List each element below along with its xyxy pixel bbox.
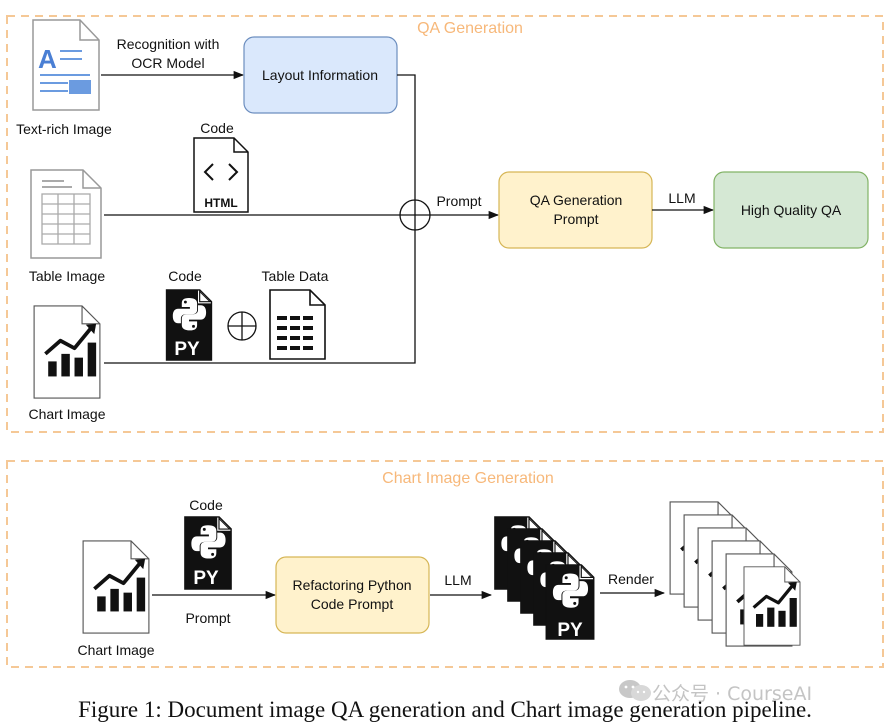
html-file-icon [193, 137, 249, 213]
chart-image-icon-top [32, 305, 102, 399]
qa-generation-prompt-box [498, 171, 653, 249]
chart-image-label-top: Chart Image [28, 406, 105, 422]
ocr-label-line1: Recognition with [117, 36, 220, 52]
chart-section-title: Chart Image Generation [382, 470, 554, 487]
code-label-bottom: Code [189, 497, 223, 513]
merge-junction-icon [399, 199, 431, 231]
refactoring-prompt-box [275, 556, 430, 634]
ocr-label-line2: OCR Model [131, 55, 204, 71]
prompt-label-bottom: Prompt [185, 610, 230, 626]
py-tag: PY [174, 339, 200, 360]
svg-text:A: A [38, 44, 57, 74]
chart-section-frame [6, 460, 884, 668]
document-icon: A [32, 19, 100, 111]
text-rich-image-label: Text-rich Image [16, 121, 112, 137]
table-image-icon [30, 169, 102, 259]
html-tag: HTML [204, 196, 237, 210]
watermark-text: 公众号 · CourseAI [652, 683, 813, 705]
table-data-label: Table Data [262, 268, 329, 284]
render-label: Render [608, 571, 654, 587]
qa-section-frame [6, 15, 884, 433]
py-tag-bottom: PY [193, 568, 219, 589]
py-tag-stack: PY [557, 620, 583, 641]
watermark: 公众号 · CourseAI [616, 676, 886, 705]
table-image-label: Table Image [29, 268, 105, 284]
prompt-label-top: Prompt [436, 193, 481, 209]
llm-label-top: LLM [668, 190, 695, 206]
code-label-mid: Code [168, 268, 202, 284]
qa-prompt-line1: QA Generation [530, 192, 623, 208]
high-quality-qa-text: High Quality QA [741, 202, 842, 218]
chart-image-icon-bottom [81, 540, 151, 634]
refactor-prompt-line1: Refactoring Python [292, 577, 411, 593]
layout-information-text: Layout Information [262, 67, 378, 83]
qa-prompt-line2: Prompt [553, 211, 598, 227]
llm-label-bottom: LLM [444, 572, 471, 588]
code-label-top: Code [200, 120, 234, 136]
qa-section-title: QA Generation [417, 20, 523, 37]
high-quality-qa-box [713, 171, 869, 249]
wechat-icon [619, 680, 651, 701]
table-data-file-icon [269, 289, 326, 360]
chart-image-label-bottom: Chart Image [77, 642, 154, 658]
chart-image-stack [668, 501, 802, 647]
figure-caption: Figure 1: Document image QA generation a… [78, 697, 812, 722]
layout-to-junction-line [397, 74, 416, 200]
plus-circle-icon [227, 311, 257, 341]
chart-to-junction-line [104, 230, 416, 364]
refactor-prompt-line2: Code Prompt [311, 596, 394, 612]
